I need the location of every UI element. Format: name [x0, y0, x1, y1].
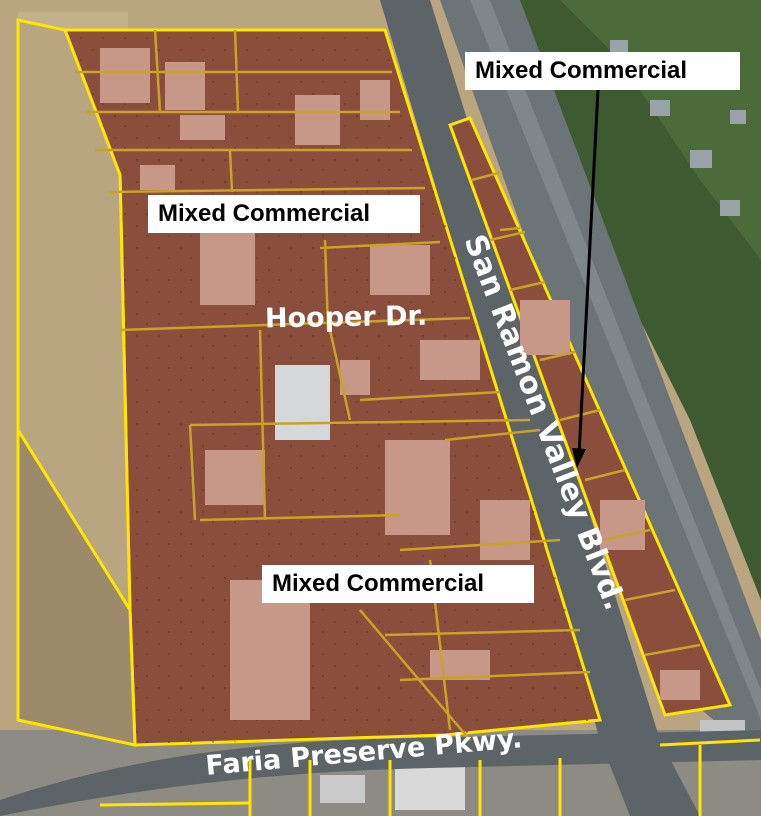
freeway-median: [470, 0, 761, 720]
annotation-arrow: [577, 89, 600, 456]
building-roof: [320, 775, 365, 803]
building-roof: [395, 765, 465, 810]
faria-road: [0, 730, 761, 816]
zone-label-north: Mixed Commercial: [148, 195, 420, 233]
san-ramon-road: [380, 0, 660, 740]
open-space-south: [16, 424, 137, 747]
buildings: [100, 48, 700, 720]
freeway: [440, 0, 761, 760]
zone-label-east: Mixed Commercial: [465, 52, 740, 90]
zone-east: [448, 116, 733, 717]
san-ramon-road-south: [600, 740, 700, 816]
street-label-hooper: Hooper Dr.: [264, 300, 428, 335]
arrow-head: [572, 448, 586, 468]
zone-label-south: Mixed Commercial: [262, 565, 534, 603]
solar-canopy: [275, 365, 330, 440]
open-space-parcel: [16, 18, 132, 616]
southern-boundaries: [99, 738, 761, 816]
